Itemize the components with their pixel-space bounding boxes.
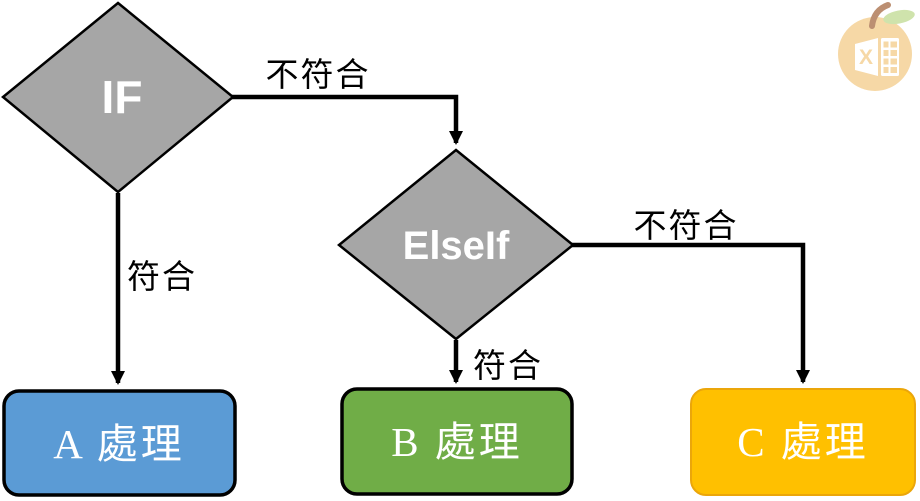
excel-orange-logo-icon: X xyxy=(838,2,915,91)
excel-book-cover-icon xyxy=(855,38,878,76)
decision-if-diamond xyxy=(1,1,235,194)
branch-label-if-no: 不符合 xyxy=(266,57,371,94)
excel-sheet-grid-icon xyxy=(883,41,897,73)
branch-label-elseif-yes: 符合 xyxy=(473,348,543,385)
process-b-box xyxy=(340,387,574,496)
leaf-icon xyxy=(883,9,915,25)
decision-if-label: IF xyxy=(102,71,143,123)
process-a-box xyxy=(2,389,237,497)
process-c-label: C 處理 xyxy=(737,419,869,465)
edge-elseif-to-process-c xyxy=(572,242,810,384)
process-a-label: A 處理 xyxy=(53,421,185,467)
fruit-stem-icon xyxy=(869,2,891,29)
branch-label-elseif-no: 不符合 xyxy=(634,208,739,245)
branch-label-if-yes: 符合 xyxy=(127,259,197,296)
edge-if-to-elseif xyxy=(232,94,463,145)
excel-x-letter: X xyxy=(859,46,873,69)
decision-elseif-diamond xyxy=(337,148,575,341)
process-b-label: B 處理 xyxy=(391,419,523,465)
process-c-box xyxy=(690,388,916,496)
decision-elseif-label: ElseIf xyxy=(403,224,510,268)
